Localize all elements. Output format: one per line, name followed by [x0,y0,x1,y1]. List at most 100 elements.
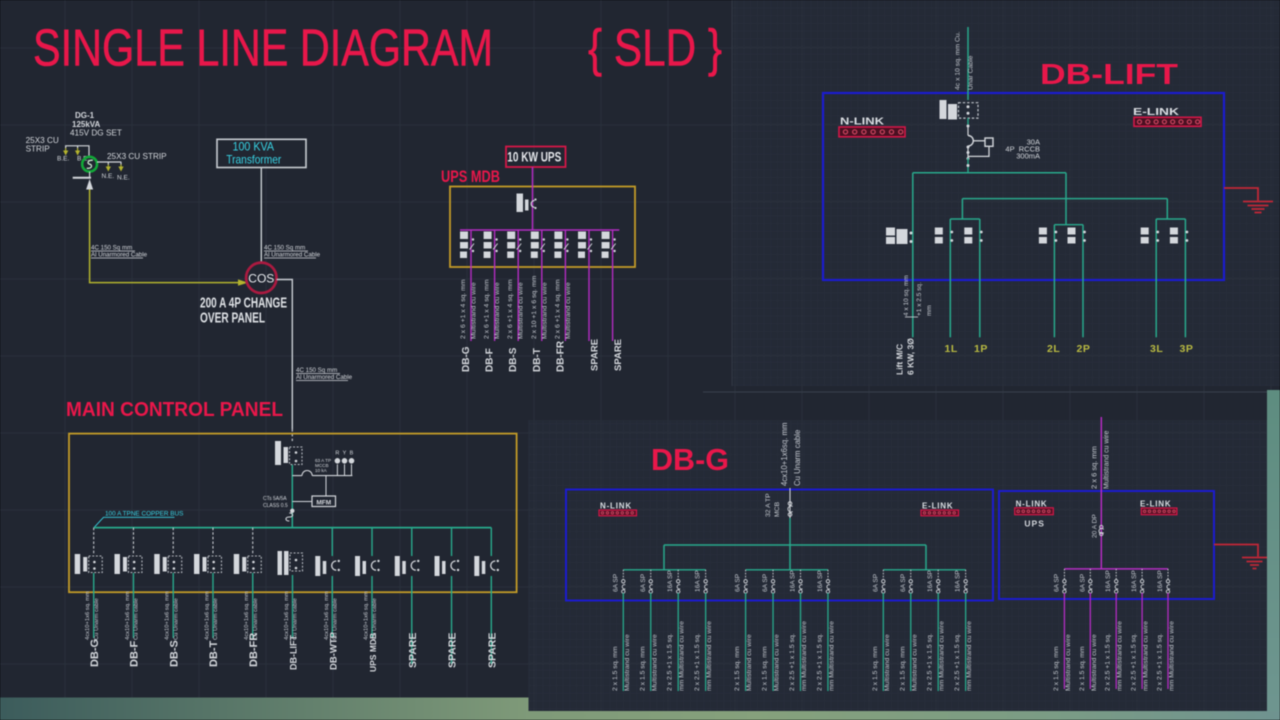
svg-text:E-LINK: E-LINK [922,502,953,511]
svg-text:DB-FR: DB-FR [248,633,260,667]
svg-text:Transformer: Transformer [226,153,281,167]
svg-text:R: R [335,451,339,457]
svg-text:N-LINK: N-LINK [840,117,885,128]
svg-text:Al Unarmored Cable: Al Unarmored Cable [91,252,148,259]
svg-text:MAIN CONTROL PANEL: MAIN CONTROL PANEL [66,398,283,421]
svg-text:16A SP: 16A SP [1105,570,1112,592]
svg-text:Multistrand cu wire: Multistrand cu wire [624,634,631,691]
svg-text:SINGLE LINE DIAGRAM: SINGLE LINE DIAGRAM [33,20,493,78]
svg-text:DB-S: DB-S [508,347,519,372]
svg-text:20 A DP: 20 A DP [1092,514,1099,538]
svg-text:10 kA: 10 kA [315,468,328,473]
svg-text:16A SP: 16A SP [695,570,702,592]
svg-text:4cx10+1x6 sq. mm: 4cx10+1x6 sq. mm [85,591,91,640]
svg-text:Multistrand cu wire: Multistrand cu wire [774,634,781,691]
svg-text:N.E.: N.E. [102,173,115,180]
svg-text:Multistrand cu wire: Multistrand cu wire [471,282,478,339]
svg-text:Cu Unarm cable: Cu Unarm cable [372,598,378,640]
svg-text:2 x 2.5 +1 x 1.5 sq.: 2 x 2.5 +1 x 1.5 sq. [1157,633,1164,691]
svg-text:2 x 2.5 +1 x 1.5 sq.: 2 x 2.5 +1 x 1.5 sq. [954,633,961,691]
svg-text:Multistrand cu wire: Multistrand cu wire [1091,634,1098,691]
svg-text:DB-F: DB-F [129,640,141,667]
svg-text:Multistrand cu wire: Multistrand cu wire [746,634,753,691]
svg-text:1L: 1L [945,343,958,355]
svg-text:SPARE: SPARE [407,633,419,668]
svg-text:6A SP: 6A SP [900,574,907,592]
svg-text:Multistrand cu wire: Multistrand cu wire [884,634,891,691]
svg-text:2 x 10 +1 x 6 sq. mm: 2 x 10 +1 x 6 sq. mm [531,275,538,339]
svg-text:Cu Unarm cable: Cu Unarm cable [213,598,219,640]
svg-text:16A SP: 16A SP [667,570,674,592]
svg-text:2 x 2.5 +1 x 1.5 sq.: 2 x 2.5 +1 x 1.5 sq. [667,633,674,691]
svg-text:4cx10+1x6 sq. mm: 4cx10+1x6 sq. mm [364,591,370,640]
svg-text:Cu Unarm cable: Cu Unarm cable [332,598,338,640]
svg-text:CLASS 0.5: CLASS 0.5 [263,503,288,509]
svg-text:2 x 6 +1 x 4 sq. mm: 2 x 6 +1 x 4 sq. mm [554,279,561,339]
svg-text:4C 150 Sq mm: 4C 150 Sq mm [91,245,132,252]
svg-text:16A SP: 16A SP [817,570,824,592]
svg-text:Cu Unarm cable: Cu Unarm cable [173,598,179,640]
svg-text:4cx10+1x6 sq. mm: 4cx10+1x6 sq. mm [204,591,210,640]
svg-text:Al Unarmored Cable: Al Unarmored Cable [296,374,353,381]
svg-text:UPS MDB: UPS MDB [368,633,378,672]
svg-text:2 x 2.5 +1 x 1.5 sq.: 2 x 2.5 +1 x 1.5 sq. [789,633,796,691]
svg-text:DB-LIFT: DB-LIFT [289,635,299,670]
svg-text:6A SP: 6A SP [735,574,742,592]
svg-text:Al Unarmored Cable: Al Unarmored Cable [264,252,321,259]
svg-text:Multistrand cu wire: Multistrand cu wire [651,634,658,691]
svg-text:DB-LIFT: DB-LIFT [1040,59,1178,91]
svg-text:E-LINK: E-LINK [1140,500,1171,509]
svg-text:mm Multistrand cu wire: mm Multistrand cu wire [1143,621,1150,691]
svg-text:3P: 3P [1180,343,1194,355]
svg-text:Lift M/C: Lift M/C [895,344,905,375]
svg-text:63 A TP: 63 A TP [315,458,331,463]
svg-text:4cx10+1x6 sq. mm: 4cx10+1x6 sq. mm [284,591,290,640]
svg-text:32 A TP: 32 A TP [765,493,772,517]
svg-text:DG-1: DG-1 [75,111,95,120]
svg-text:6A SP: 6A SP [612,574,619,592]
svg-text:10 KW UPS: 10 KW UPS [507,150,561,165]
svg-text:2 x 1.5 sq. mm: 2 x 1.5 sq. mm [1053,646,1060,691]
svg-text:16A SP: 16A SP [790,570,797,592]
svg-text:2 x 6 +1 x 4 sq. mm: 2 x 6 +1 x 4 sq. mm [460,279,467,339]
svg-text:Multistrand cu wire: Multistrand cu wire [518,282,525,339]
svg-text:4cx10+1x6 sq. mm: 4cx10+1x6 sq. mm [165,591,171,640]
svg-text:2 x 1.5 sq. mm: 2 x 1.5 sq. mm [872,646,879,691]
svg-text:2 x 1.5 sq. mm: 2 x 1.5 sq. mm [899,646,906,691]
svg-text:16A SP: 16A SP [927,570,934,592]
svg-text:SPARE: SPARE [487,633,499,668]
svg-text:4cx10+1x6 sq. mm: 4cx10+1x6 sq. mm [244,591,250,640]
svg-text:125kVA: 125kVA [72,120,101,129]
svg-text:3L: 3L [1150,343,1163,355]
svg-text:2P: 2P [1077,343,1091,355]
svg-text:DB-T: DB-T [208,640,220,667]
svg-text:mm Multistrand cu wire: mm Multistrand cu wire [801,621,808,691]
svg-text:N-LINK: N-LINK [1016,500,1048,509]
svg-text:Cu Unarm cable: Cu Unarm cable [94,598,100,640]
svg-text:mm: mm [926,305,933,316]
svg-text:2 x 6 +1 x 4 sq. mm: 2 x 6 +1 x 4 sq. mm [484,279,491,339]
svg-text:16A SP: 16A SP [955,570,962,592]
svg-text:25X3 CU STRIP: 25X3 CU STRIP [107,152,167,161]
svg-text:mm Multistrand cu wire: mm Multistrand cu wire [679,621,686,691]
svg-text:Unar Cable: Unar Cable [968,55,975,90]
svg-text:6A SP: 6A SP [872,574,879,592]
svg-text:N-LINK: N-LINK [600,502,632,511]
svg-text:B: B [350,451,354,457]
svg-text:Y: Y [343,451,347,457]
svg-text:2 x 1.5 sq. mm: 2 x 1.5 sq. mm [734,646,741,691]
svg-text:4cx10+1x6 sq. mm: 4cx10+1x6 sq. mm [324,591,330,640]
svg-text:UPS: UPS [1024,519,1044,529]
svg-text:E-LINK: E-LINK [1133,107,1180,118]
svg-text:6 KW, 3Ø: 6 KW, 3Ø [906,338,916,375]
svg-text:COS: COS [248,272,274,286]
svg-text:mm Multistrand cu wire: mm Multistrand cu wire [706,621,713,691]
svg-text:Cu Unarm cable: Cu Unarm cable [253,598,259,640]
svg-text:2 x 1.5 sq. mm: 2 x 1.5 sq. mm [612,646,619,691]
svg-text:100 A TPNE COPPER BUS: 100 A TPNE COPPER BUS [105,511,183,518]
svg-text:SPARE: SPARE [447,633,459,668]
svg-text:Multistrand cu wire: Multistrand cu wire [1104,431,1111,489]
svg-text:415V DG SET: 415V DG SET [70,129,122,138]
svg-text:Multistrand cu wire: Multistrand cu wire [494,282,501,339]
svg-text:CTs 5A/5A: CTs 5A/5A [263,496,287,502]
